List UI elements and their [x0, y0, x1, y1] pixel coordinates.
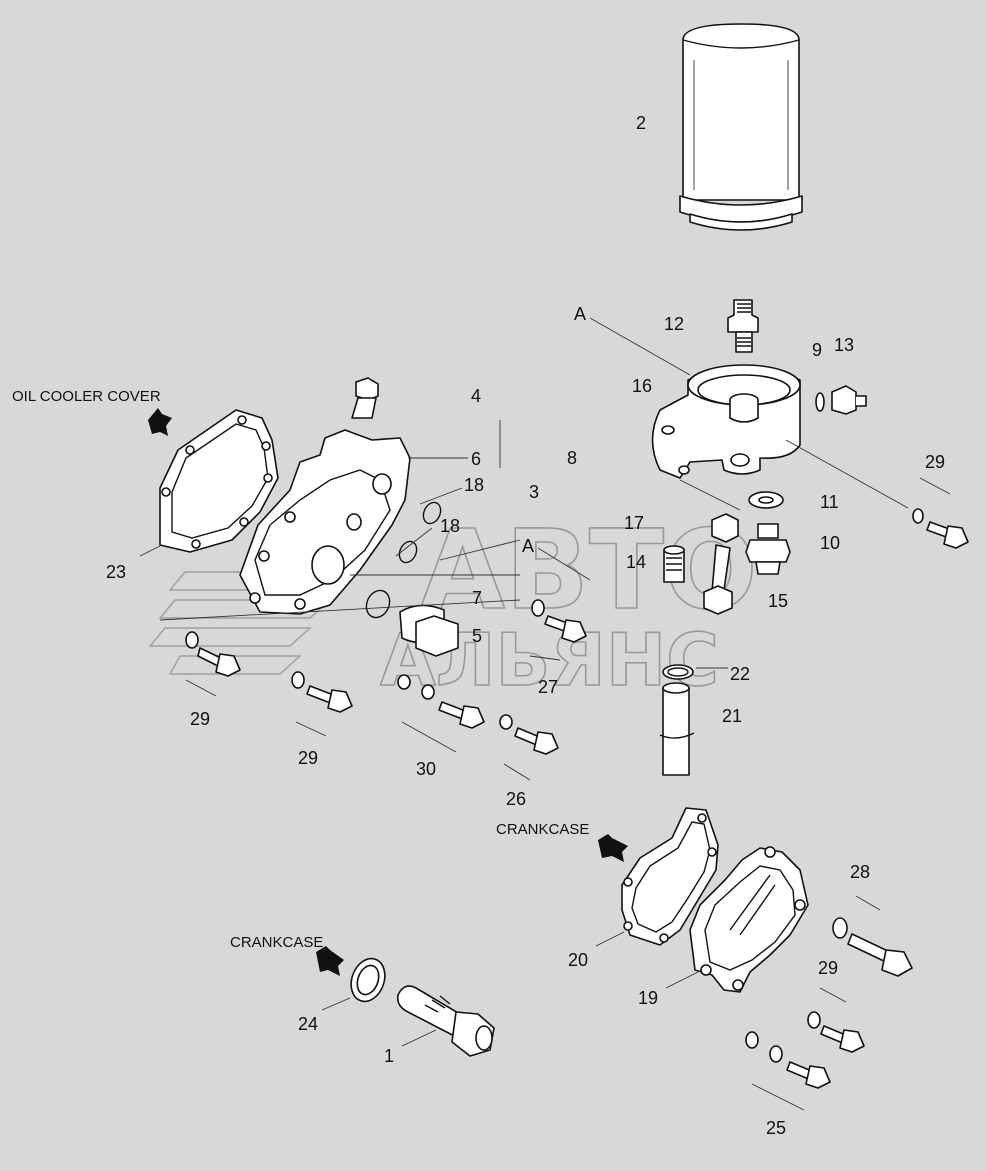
label-4: 4 [471, 386, 481, 406]
bolt-set-right-upper [912, 508, 969, 549]
label-14: 14 [626, 552, 646, 572]
label-10: 10 [820, 533, 840, 553]
label-17: 17 [624, 513, 644, 533]
sealing-ring-inner [356, 964, 380, 996]
label-29-middle: 29 [298, 748, 318, 768]
valve-insert [396, 985, 495, 1057]
bolt-set-left [185, 599, 587, 755]
label-23: 23 [106, 562, 126, 582]
label-29-left: 29 [190, 709, 210, 729]
o-ring-lower [398, 540, 418, 564]
label-9: 9 [812, 340, 822, 360]
label-3: 3 [529, 482, 539, 502]
label-24: 24 [298, 1014, 318, 1034]
label-2: 2 [636, 113, 646, 133]
label-25: 25 [766, 1118, 786, 1138]
label-7: 7 [472, 588, 482, 608]
pipe-connector [663, 545, 685, 583]
arrow-oil-cooler-cover [148, 408, 172, 436]
leader-lines [139, 317, 951, 1111]
arrow-crankcase-right [598, 834, 628, 862]
label-12: 12 [664, 314, 684, 334]
oil-filter-cartridge [679, 23, 803, 231]
callouts: OIL COOLER COVER CRANKCASE CRANKCASE [12, 388, 589, 951]
bolt-set-right-lower [745, 917, 913, 1089]
label-8: 8 [567, 448, 577, 468]
label-22: 22 [730, 664, 750, 684]
arrow-crankcase-left [316, 946, 344, 976]
label-13: 13 [834, 335, 854, 355]
label-A-top: A [574, 304, 586, 324]
watermark-line1: АВТО [420, 506, 758, 634]
crankcase-gasket [621, 807, 719, 946]
o-ring-upper [422, 501, 442, 525]
label-21: 21 [722, 706, 742, 726]
label-29-right-upper: 29 [925, 452, 945, 472]
label-15: 15 [768, 591, 788, 611]
part-labels: 2 A 12 9 13 16 4 6 8 29 18 3 11 18 17 A … [106, 113, 945, 1138]
label-30: 30 [416, 759, 436, 779]
threaded-nipple [727, 299, 759, 353]
oil-cooler-gasket [159, 409, 279, 553]
label-19: 19 [638, 988, 658, 1008]
label-26: 26 [506, 789, 526, 809]
callout-crankcase-left: CRANKCASE [230, 934, 323, 951]
label-5: 5 [472, 626, 482, 646]
seal-ring [365, 589, 391, 619]
label-6: 6 [471, 449, 481, 469]
label-11: 11 [820, 492, 839, 512]
label-20: 20 [568, 950, 588, 970]
plug-screw [815, 385, 867, 415]
label-18-top: 18 [464, 475, 484, 495]
label-29-right-lower: 29 [818, 958, 838, 978]
sealing-washer-hole [758, 496, 774, 504]
cover-plug [351, 377, 379, 419]
label-1: 1 [384, 1046, 394, 1066]
filter-head-housing [651, 364, 801, 479]
hose [659, 682, 695, 776]
callout-oil-cooler-cover: OIL COOLER COVER [12, 388, 161, 405]
label-16: 16 [632, 376, 652, 396]
oil-cooler-cover [239, 429, 411, 615]
label-28: 28 [850, 862, 870, 882]
label-18-bottom: 18 [440, 516, 460, 536]
drain-plug [399, 604, 459, 657]
callout-crankcase-right: CRANKCASE [496, 821, 589, 838]
banjo-bolt [703, 513, 739, 615]
label-27: 27 [538, 677, 558, 697]
hose-clamp [662, 664, 694, 680]
label-A-mid: A [522, 536, 534, 556]
pressure-switch [745, 523, 791, 575]
crankcase-cover [689, 846, 809, 993]
